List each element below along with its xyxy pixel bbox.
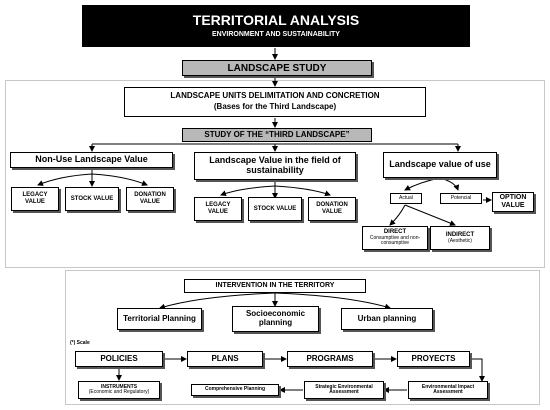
non-use-legacy-label: LEGACY VALUE <box>22 192 48 205</box>
proyects-label: PROYECTS <box>411 353 456 363</box>
non-use-stock-label: STOCK VALUE <box>70 195 114 202</box>
header-title: TERRITORIAL ANALYSIS <box>192 11 360 28</box>
landscape-study-label: LANDSCAPE STUDY <box>227 62 327 74</box>
instruments-detail: (Economic and Regulatory) <box>88 389 150 395</box>
plans-label: PLANS <box>211 353 239 363</box>
indirect-title: INDIRECT <box>445 231 475 238</box>
strategic-assessment-label: Strategic Environmental Assessment <box>315 383 373 395</box>
units-line1: LANDSCAPE UNITS DELIMITATION AND CONCRET… <box>170 91 380 101</box>
territorial-analysis-header: TERRITORIAL ANALYSIS ENVIRONMENT AND SUS… <box>82 5 470 47</box>
non-use-donation-value: DONATION VALUE <box>126 187 174 211</box>
instruments-title: INSTRUMENTS <box>100 383 138 390</box>
potencial-box: Potencial <box>440 193 482 204</box>
direct-title: DIRECT <box>383 229 407 236</box>
direct-box: DIRECT Consumptive and non-consumptive <box>362 226 428 250</box>
actual-box: Actual <box>390 193 422 204</box>
indirect-box: INDIRECT (Aesthetic) <box>430 226 490 250</box>
instruments-box: INSTRUMENTS (Economic and Regulatory) <box>78 381 160 399</box>
sustainability-value-box: Landscape Value in the field of sustaina… <box>194 152 356 180</box>
plans-box: PLANS <box>187 351 263 367</box>
sustainability-title: Landscape Value in the field of sustaina… <box>209 155 341 175</box>
option-value-label: OPTION VALUE <box>499 194 527 209</box>
proyects-box: PROYECTS <box>397 351 470 367</box>
policies-box: POLICIES <box>75 351 163 367</box>
third-landscape-label: STUDY OF THE “THIRD LANDSCAPE” <box>204 129 350 139</box>
comprehensive-planning-label: Comprehensive Planning <box>204 386 265 393</box>
impact-assessment-box: Environmental Impact Assessment <box>408 381 488 399</box>
policies-label: POLICIES <box>100 353 138 363</box>
non-use-legacy-value: LEGACY VALUE <box>11 187 59 211</box>
programs-box: PROGRAMS <box>287 351 373 367</box>
territorial-planning-box: Territorial Planning <box>117 308 202 330</box>
units-line2: (Bases for the Third Landscape) <box>213 102 337 111</box>
use-value-title: Landscape value of use <box>389 159 491 170</box>
impact-assessment-label: Environmental Impact Assessment <box>421 383 475 395</box>
option-value-box: OPTION VALUE <box>492 192 534 212</box>
comprehensive-planning-box: Comprehensive Planning <box>191 384 279 396</box>
direct-detail: Consumptive and non-consumptive <box>369 234 421 247</box>
intervention-box: INTERVENTION IN THE TERRITORY <box>184 279 366 293</box>
landscape-study-box: LANDSCAPE STUDY <box>182 60 372 76</box>
intervention-title: INTERVENTION IN THE TERRITORY <box>215 282 335 290</box>
sustainability-stock-value: STOCK VALUE <box>248 197 302 221</box>
sustainability-legacy-value: LEGACY VALUE <box>194 197 242 221</box>
territorial-planning-label: Territorial Planning <box>123 313 196 323</box>
urban-planning-box: Urban planning <box>341 308 433 330</box>
sustainability-donation-label: DONATION VALUE <box>316 202 348 215</box>
third-landscape-box: STUDY OF THE “THIRD LANDSCAPE” <box>182 128 372 142</box>
sustainability-stock-label: STOCK VALUE <box>253 205 297 212</box>
programs-label: PROGRAMS <box>306 353 354 363</box>
indirect-detail: (Aesthetic) <box>448 237 472 244</box>
urban-planning-label: Urban planning <box>357 313 417 323</box>
socioeconomic-planning-label: Socioeconomic planning <box>245 309 306 327</box>
potencial-label: Potencial <box>450 194 472 201</box>
actual-label: Actual <box>399 194 413 201</box>
non-use-value-box: Non-Use Landscape Value <box>10 152 173 168</box>
non-use-donation-label: DONATION VALUE <box>134 192 166 205</box>
use-value-box: Landscape value of use <box>383 152 497 178</box>
strategic-assessment-box: Strategic Environmental Assessment <box>304 381 384 399</box>
scale-note: (*) Scale <box>70 340 90 346</box>
socioeconomic-planning-box: Socioeconomic planning <box>232 306 319 332</box>
non-use-stock-value: STOCK VALUE <box>65 187 119 211</box>
header-subtitle: ENVIRONMENT AND SUSTAINABILITY <box>212 31 340 39</box>
sustainability-legacy-label: LEGACY VALUE <box>205 202 231 215</box>
landscape-units-box: LANDSCAPE UNITS DELIMITATION AND CONCRET… <box>124 87 426 117</box>
sustainability-donation-value: DONATION VALUE <box>308 197 356 221</box>
non-use-title: Non-Use Landscape Value <box>35 154 148 165</box>
